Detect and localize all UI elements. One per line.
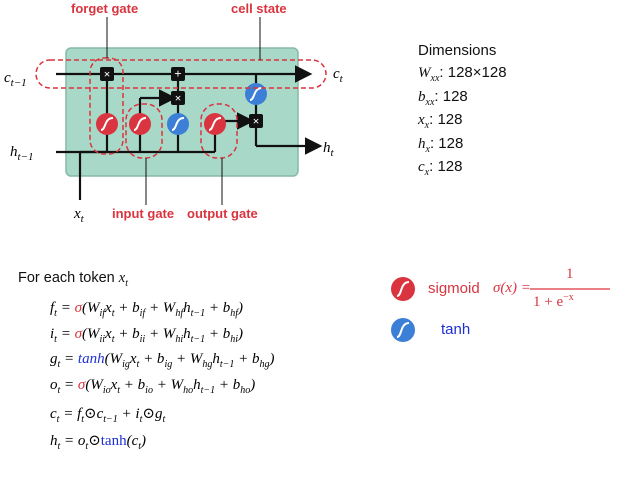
sigmoid-forget-icon [96,113,118,135]
svg-text:×: × [104,67,111,81]
dimensions-panel: Dimensions Wxx: 128×128 bxx: 128 xx: 128 hx… [418,42,507,179]
equations-panel: For each token xt [18,270,128,297]
input-multiply-node: × [171,91,185,105]
forget-multiply-node: × [100,67,114,81]
cell-state-outline [35,59,327,89]
forget-gate-label: forget gate [71,1,139,16]
dimensions-title: Dimensions [418,42,497,59]
cell-body [65,47,299,177]
dimension-row: cx: 128 [418,158,463,178]
equations-intro: For each token xt [18,270,128,289]
tanh-input-icon [167,113,189,135]
equation-ht: ht = ot⊙tanh(ct) [50,433,147,452]
h-t-label: ht [323,140,335,159]
dimension-row: hx: 128 [418,134,464,155]
sigmoid-formula-lhs: σ(x) = [493,280,531,296]
sigmoid-legend-icon [391,277,415,301]
add-node: + [171,66,185,81]
input-gate-outline [125,103,163,159]
c-prev-label: ct−1 [4,70,27,89]
input-gate-label: input gate [112,206,175,221]
output-gate-outline [200,103,238,159]
h-prev-label: ht−1 [10,144,33,163]
sigmoid-output-icon [204,113,226,135]
output-gate-label: output gate [187,206,258,221]
sigmoid-formula-numerator: 1 [566,266,574,282]
equation-ft: ft = σ(Wifxt + bif + Whfht−1 + bhf) [50,300,244,319]
sigmoid-formula-denominator: 1 + e−x [533,292,574,310]
svg-text:×: × [175,91,182,105]
x-t-label: xt [73,206,85,225]
cell-state-label: cell state [231,1,287,16]
equation-it: it = σ(Wiixt + bii + Whiht−1 + bhi) [50,326,244,345]
equation-ct: ct = ft⊙ct−1 + it⊙gt [50,406,166,425]
svg-text:×: × [253,114,260,128]
tanh-legend-label: tanh [441,321,471,338]
output-multiply-node: × [249,114,263,128]
sigmoid-legend-label: sigmoid [428,280,480,297]
dimension-row: Wxx: 128×128 [418,64,507,84]
equation-ot: ot = σ(Wioxt + bio + Whoht−1 + bho) [50,377,256,396]
svg-text:+: + [174,66,181,81]
equation-gt: gt = tanh(Wigxt + big + Whght−1 + bhg) [50,351,275,370]
tanh-cell-icon [245,83,267,105]
dimension-row: xx: 128 [418,111,463,131]
c-t-label: ct [333,66,344,85]
tanh-legend-icon [391,318,415,342]
sigmoid-input-icon [129,113,151,135]
dimension-row: bxx: 128 [418,87,468,108]
